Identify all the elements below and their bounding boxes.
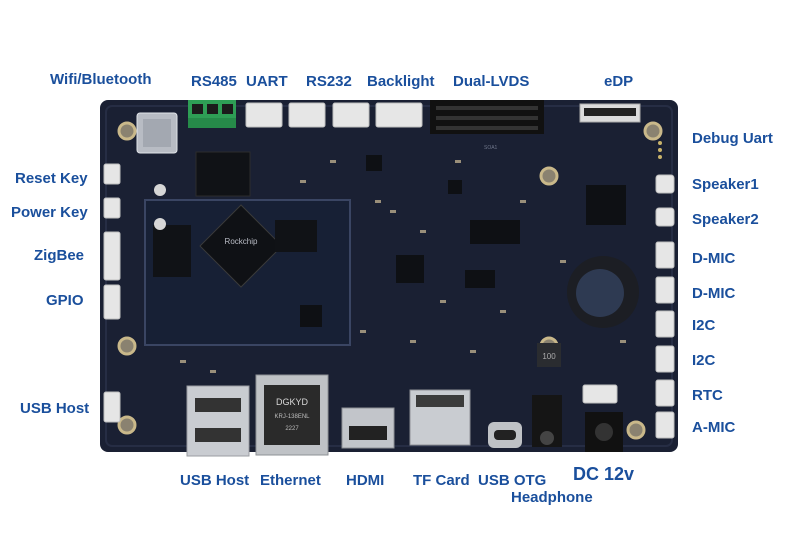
ethernet-brand-text: DGKYD: [276, 397, 309, 407]
ethernet-model-text: KRJ-138ENL: [274, 414, 310, 420]
label-hdmi: HDMI: [346, 472, 385, 489]
wifi-module: [136, 112, 178, 154]
emmc-chip: [195, 151, 251, 197]
hdmi-port: [341, 407, 395, 449]
soc-chip: Rockchip: [199, 204, 283, 288]
label-speaker1: Speaker1: [692, 176, 759, 193]
ram-chip: [153, 225, 191, 277]
label-headphone: Headphone: [511, 489, 593, 506]
headphone-jack: [532, 395, 562, 447]
label-edp: eDP: [604, 73, 634, 90]
passive-components: [180, 160, 626, 373]
silkscreen-soa: SOA1: [484, 145, 498, 151]
label-usb-host-left: USB Host: [20, 400, 90, 417]
tact-switches: [154, 184, 166, 230]
label-reset-key: Reset Key: [15, 170, 88, 187]
ethernet-port: DGKYD KRJ-138ENL 2227: [255, 374, 329, 456]
label-dmic-2: D-MIC: [692, 285, 736, 302]
dc-jack: [585, 412, 623, 452]
lvds-header: [430, 100, 544, 134]
label-a-mic: A-MIC: [692, 419, 736, 436]
ram-chip: [275, 220, 317, 252]
label-usb-otg: USB OTG: [478, 472, 547, 489]
label-gpio: GPIO: [46, 292, 84, 309]
left-connectors: [103, 163, 121, 423]
label-rs232: RS232: [306, 73, 352, 90]
label-i2c-2: I2C: [692, 352, 716, 369]
label-dmic-1: D-MIC: [692, 250, 736, 267]
label-rtc: RTC: [692, 387, 723, 404]
usb-host-port: [186, 385, 250, 457]
soc-logo-text: Rockchip: [225, 237, 258, 246]
right-connectors: [582, 174, 675, 439]
label-speaker2: Speaker2: [692, 211, 759, 228]
label-i2c-1: I2C: [692, 317, 716, 334]
edp-connector: [579, 103, 641, 123]
tf-card-slot: [409, 389, 471, 446]
label-ethernet: Ethernet: [260, 472, 321, 489]
label-tf-card: TF Card: [413, 472, 470, 489]
inductor-text: 100: [542, 352, 556, 361]
label-power-key: Power Key: [11, 204, 88, 221]
label-debug-uart: Debug Uart: [692, 130, 773, 147]
ethernet-code-text: 2227: [285, 426, 299, 432]
label-rs485: RS485: [191, 73, 237, 90]
label-uart: UART: [246, 73, 288, 90]
rtc-battery: [567, 256, 639, 328]
label-dc-12v: DC 12v: [573, 464, 635, 484]
label-zigbee: ZigBee: [34, 247, 85, 264]
top-connectors: [245, 102, 423, 128]
label-backlight: Backlight: [367, 73, 435, 90]
label-dual-lvds: Dual-LVDS: [453, 73, 530, 90]
usb-otg-port: [488, 422, 522, 448]
label-usb-host-bottom: USB Host: [180, 472, 250, 489]
rs485-terminal: [188, 100, 236, 128]
debug-pins: [658, 141, 662, 159]
inductor: 100: [537, 343, 561, 367]
label-wifi-bluetooth: Wifi/Bluetooth: [50, 71, 152, 88]
misc-ics: [300, 155, 626, 327]
